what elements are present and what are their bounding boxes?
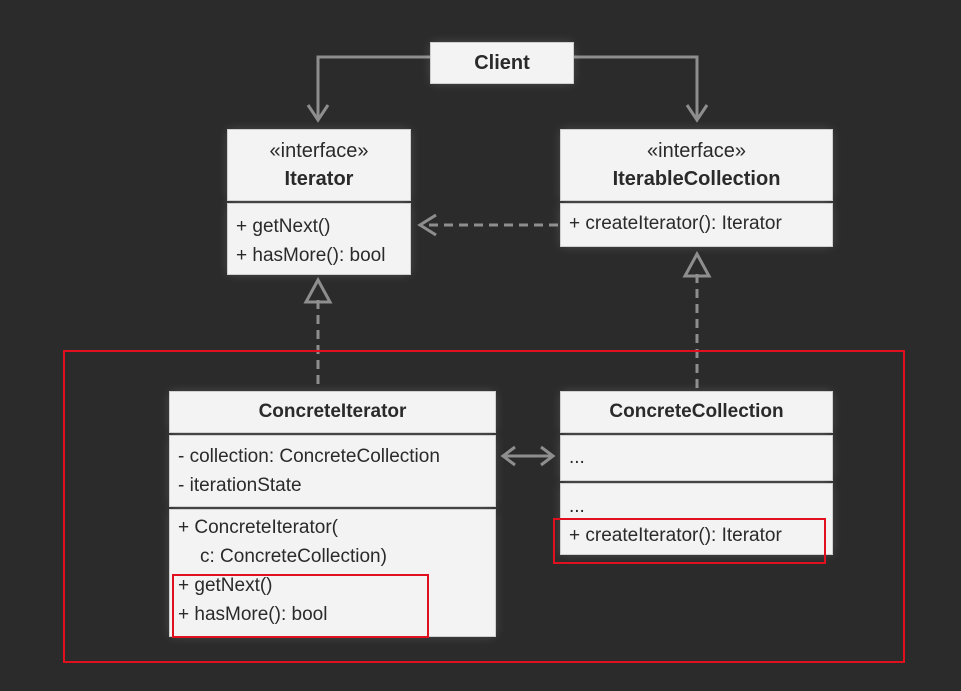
iterable-collection-method: + createIterator(): Iterator <box>569 213 782 234</box>
dependency-arrowhead <box>417 213 437 237</box>
iterator-methods: + getNext() + hasMore(): bool <box>228 204 410 274</box>
iterable-collection-stereotype: «interface» <box>647 140 746 162</box>
client-label: Client <box>474 51 530 74</box>
iterator-method: + getNext() <box>236 216 331 237</box>
concrete-iterator-name: ConcreteIterator <box>258 401 407 422</box>
iterator-method: + hasMore(): bool <box>236 245 386 266</box>
association-arrowhead-right <box>540 445 556 467</box>
iterator-realization-triangle <box>303 276 333 304</box>
concrete-iterator-header: ConcreteIterator <box>170 392 495 432</box>
iterable-collection-methods: + createIterator(): Iterator <box>561 204 832 246</box>
client-collection-arrowhead <box>685 104 709 123</box>
concrete-collection-methods: ... + createIterator(): Iterator <box>561 484 832 554</box>
concrete-iterator-method: + getNext() <box>178 575 273 596</box>
concrete-collection-method: ... <box>569 496 585 517</box>
client-collection-association <box>574 55 699 118</box>
client-iterator-association <box>316 55 430 118</box>
concrete-collection-fields: ... <box>561 436 832 480</box>
concrete-collection-name: ConcreteCollection <box>609 401 784 422</box>
client-iterator-arrowhead <box>306 104 330 123</box>
concrete-iterator-method: + hasMore(): bool <box>178 604 328 625</box>
iterable-collection-header: «interface» IterableCollection <box>561 130 832 200</box>
concrete-iterator-method: c: ConcreteCollection) <box>200 546 387 567</box>
concrete-iterator-field: - iterationState <box>178 475 302 496</box>
iterator-stereotype: «interface» <box>269 140 369 162</box>
concrete-iterator-field: - collection: ConcreteCollection <box>178 446 440 467</box>
iterator-header: «interface» Iterator <box>228 130 410 200</box>
collection-realization-triangle <box>682 250 712 278</box>
concrete-iterator-fields: - collection: ConcreteCollection - itera… <box>170 436 495 506</box>
concrete-iterator-methods: + ConcreteIterator( c: ConcreteCollectio… <box>170 510 495 636</box>
iterable-collection-name: IterableCollection <box>612 168 781 190</box>
association-arrowhead-left <box>500 445 516 467</box>
concrete-collection-method: + createIterator(): Iterator <box>569 525 782 546</box>
concrete-collection-header: ConcreteCollection <box>561 392 832 432</box>
iterator-name: Iterator <box>284 168 354 190</box>
concrete-iterator-method: + ConcreteIterator( <box>178 517 338 538</box>
client-box: Client <box>431 43 573 83</box>
concrete-collection-field: ... <box>569 447 585 468</box>
